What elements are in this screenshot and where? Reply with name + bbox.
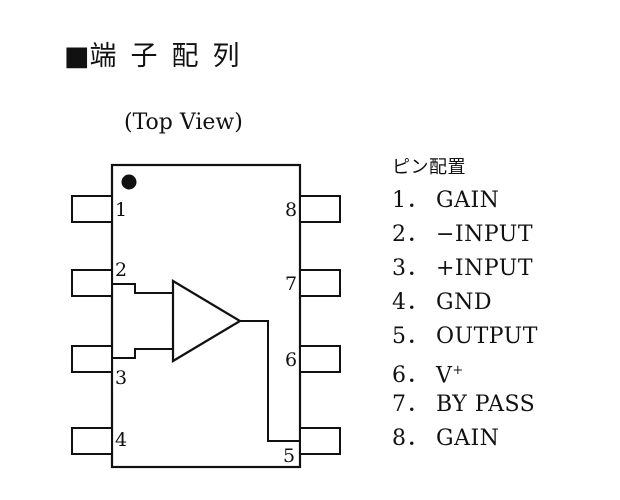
minus-input-wire	[112, 283, 173, 294]
pin-number: 8．	[392, 426, 429, 451]
pin-function: +INPUT	[436, 256, 534, 281]
list-item: 2． −INPUT	[392, 218, 538, 252]
list-item: 1． GAIN	[392, 184, 538, 218]
pin-label-6: 6	[285, 349, 297, 371]
pin-label-8: 8	[285, 199, 297, 221]
pin-6-lead	[299, 345, 341, 373]
pin-number: 4．	[392, 290, 429, 315]
list-item: 3． +INPUT	[392, 252, 538, 286]
list-item: 8． GAIN	[392, 422, 538, 456]
pin-label-4: 4	[115, 429, 127, 451]
pin-number: 6．	[392, 363, 429, 389]
pin-label-7: 7	[285, 273, 297, 295]
square-bullet-icon: ■	[64, 41, 90, 72]
pin-label-3: 3	[115, 367, 127, 389]
pin-label-5: 5	[283, 445, 295, 467]
pin-5-lead	[299, 427, 341, 455]
pin-function-superscript: +	[452, 363, 464, 378]
list-item: 6． V+	[392, 354, 538, 388]
pin-number: 3．	[392, 256, 429, 281]
pin1-indicator-dot	[121, 174, 137, 190]
pin-4-lead	[71, 427, 113, 455]
top-view-label: (Top View)	[124, 110, 243, 135]
pin-function: OUTPUT	[436, 324, 538, 349]
list-item: 7． BY PASS	[392, 388, 538, 422]
pin-2-lead	[71, 269, 113, 297]
pin-list-title: ピン配置	[392, 157, 466, 178]
pin-assignment-list: ピン配置 1． GAIN 2． −INPUT 3． +INPUT 4． GND 5． OU…	[392, 152, 538, 456]
pin-number: 7．	[392, 392, 429, 417]
pin-function: GAIN	[436, 426, 500, 451]
page-heading: ■端子配列	[64, 34, 254, 73]
pin-function: V	[436, 363, 453, 389]
pin-function: −INPUT	[436, 222, 534, 247]
plus-input-wire	[112, 348, 173, 359]
pin-number: 2．	[392, 222, 429, 247]
pin-function: GND	[436, 290, 492, 315]
pin-label-2: 2	[115, 259, 127, 281]
pin-8-lead	[299, 195, 341, 223]
list-item: 5． OUTPUT	[392, 320, 538, 354]
pin-7-lead	[299, 269, 341, 297]
output-wire	[240, 320, 300, 442]
list-item: 4． GND	[392, 286, 538, 320]
chip-body	[110, 163, 302, 469]
pin-function: GAIN	[436, 188, 500, 213]
pin-1-lead	[71, 195, 113, 223]
amplifier-triangle-icon	[171, 279, 243, 363]
pin-number: 1．	[392, 188, 429, 213]
pin-3-lead	[71, 345, 113, 373]
pin-function: BY PASS	[436, 392, 536, 417]
pin-number: 5．	[392, 324, 429, 349]
heading-text: 端子配列	[89, 41, 254, 72]
pin-label-1: 1	[115, 199, 127, 221]
